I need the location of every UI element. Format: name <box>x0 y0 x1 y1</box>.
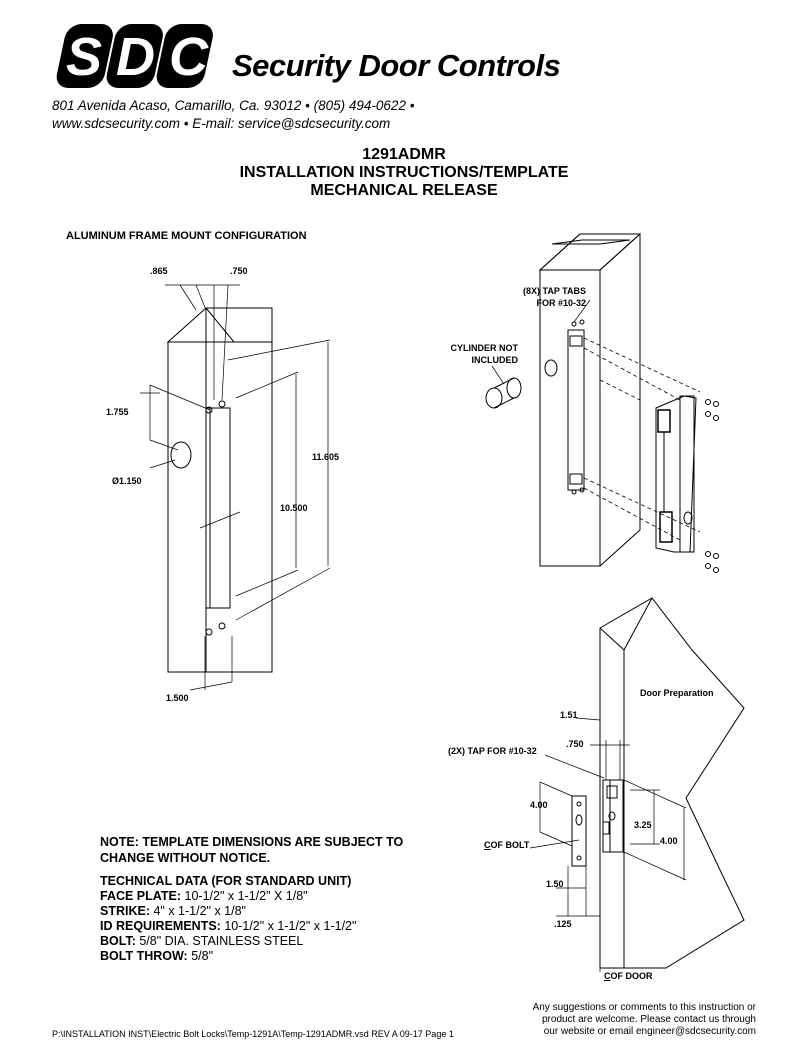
tech-bolt: BOLT: 5/8" DIA. STAINLESS STEEL <box>100 934 303 950</box>
comment-line-3: our website or email engineer@sdcsecurit… <box>543 1026 756 1037</box>
dim-door-750: .750 <box>566 739 584 749</box>
throw-value: 5/8" <box>187 949 214 963</box>
tap-label: (2X) TAP FOR #10-32 <box>448 746 537 756</box>
face-label: FACE PLATE: <box>100 889 182 903</box>
dim-400-right: 4.00 <box>660 836 678 846</box>
bolt-label: BOLT: <box>100 934 136 948</box>
dim-1755: 1.755 <box>106 407 129 417</box>
centerline-symbol: C <box>484 840 491 850</box>
id-value: 10-1/2" x 1-1/2" x 1-1/2" <box>220 919 357 933</box>
dim-865: .865 <box>150 266 168 276</box>
cl-bolt-label: COF BOLT <box>484 840 529 850</box>
dim-750: .750 <box>230 266 248 276</box>
tech-heading: TECHNICAL DATA (FOR STANDARD UNIT) <box>100 874 352 888</box>
title-line-2: INSTALLATION INSTRUCTIONS/TEMPLATE <box>239 164 569 181</box>
tech-id: ID REQUIREMENTS: 10-1/2" x 1-1/2" x 1-1/… <box>100 919 356 935</box>
cl-door-text: OF DOOR <box>610 971 653 981</box>
dim-400-left: 4.00 <box>530 800 548 810</box>
tech-face-plate: FACE PLATE: 10-1/2" x 1-1/2" X 1/8" <box>100 889 308 905</box>
door-drawing <box>529 597 745 972</box>
exploded-drawing <box>485 233 719 573</box>
note-line-1: NOTE: TEMPLATE DIMENSIONS ARE SUBJECT TO <box>100 835 404 849</box>
tap-tabs-label-1: (8X) TAP TABS <box>522 286 586 296</box>
bolt-value: 5/8" DIA. STAINLESS STEEL <box>135 934 304 948</box>
comment-line-1: Any suggestions or comments to this inst… <box>532 1002 756 1013</box>
dim-1500: 1.500 <box>166 693 189 703</box>
note-line-2: CHANGE WITHOUT NOTICE. <box>100 851 271 865</box>
dim-diameter: Ø1.150 <box>112 476 142 486</box>
comment-line-2: product are welcome. Please contact us t… <box>541 1014 756 1025</box>
footer-path: P:\INSTALLATION INST\Electric Bolt Locks… <box>52 1029 454 1039</box>
company-name: Security Door Controls <box>232 48 561 83</box>
frame-heading: ALUMINUM FRAME MOUNT CONFIGURATION <box>66 230 307 242</box>
face-value: 10-1/2" x 1-1/2" X 1/8" <box>181 889 308 903</box>
dim-11605: 11.605 <box>312 452 340 462</box>
cylinder-label-2: INCLUDED <box>471 355 519 365</box>
dim-125: .125 <box>554 919 572 929</box>
sdc-logo: SDC <box>52 22 220 90</box>
strike-label: STRIKE: <box>100 904 150 918</box>
model-title: 1291ADMR <box>362 146 446 163</box>
throw-label: BOLT THROW: <box>100 949 188 963</box>
logo-text: SDC <box>66 27 223 87</box>
tech-throw: BOLT THROW: 5/8" <box>100 949 213 965</box>
dim-325: 3.25 <box>634 820 652 830</box>
dim-10500: 10.500 <box>280 503 308 513</box>
cl-door-label: COF DOOR <box>604 971 653 981</box>
title-line-3: MECHANICAL RELEASE <box>310 182 498 199</box>
footer-comments: Any suggestions or comments to this inst… <box>533 1002 756 1038</box>
frame-drawing <box>140 284 331 691</box>
address-line: 801 Avenida Acaso, Camarillo, Ca. 93012 … <box>52 98 415 113</box>
dim-150: 1.50 <box>546 879 564 889</box>
centerline-symbol-door: C <box>604 971 611 981</box>
tap-tabs-label-2: FOR #10-32 <box>536 298 586 308</box>
dim-151: 1.51 <box>560 710 578 720</box>
strike-value: 4" x 1-1/2" x 1/8" <box>150 904 246 918</box>
web-line: www.sdcsecurity.com • E-mail: service@sd… <box>52 116 391 131</box>
cl-bolt-text: OF BOLT <box>490 840 530 850</box>
id-label: ID REQUIREMENTS: <box>100 919 221 933</box>
cylinder-label-1: CYLINDER NOT <box>450 343 519 353</box>
door-heading: Door Preparation <box>640 688 714 698</box>
tech-strike: STRIKE: 4" x 1-1/2" x 1/8" <box>100 904 246 920</box>
